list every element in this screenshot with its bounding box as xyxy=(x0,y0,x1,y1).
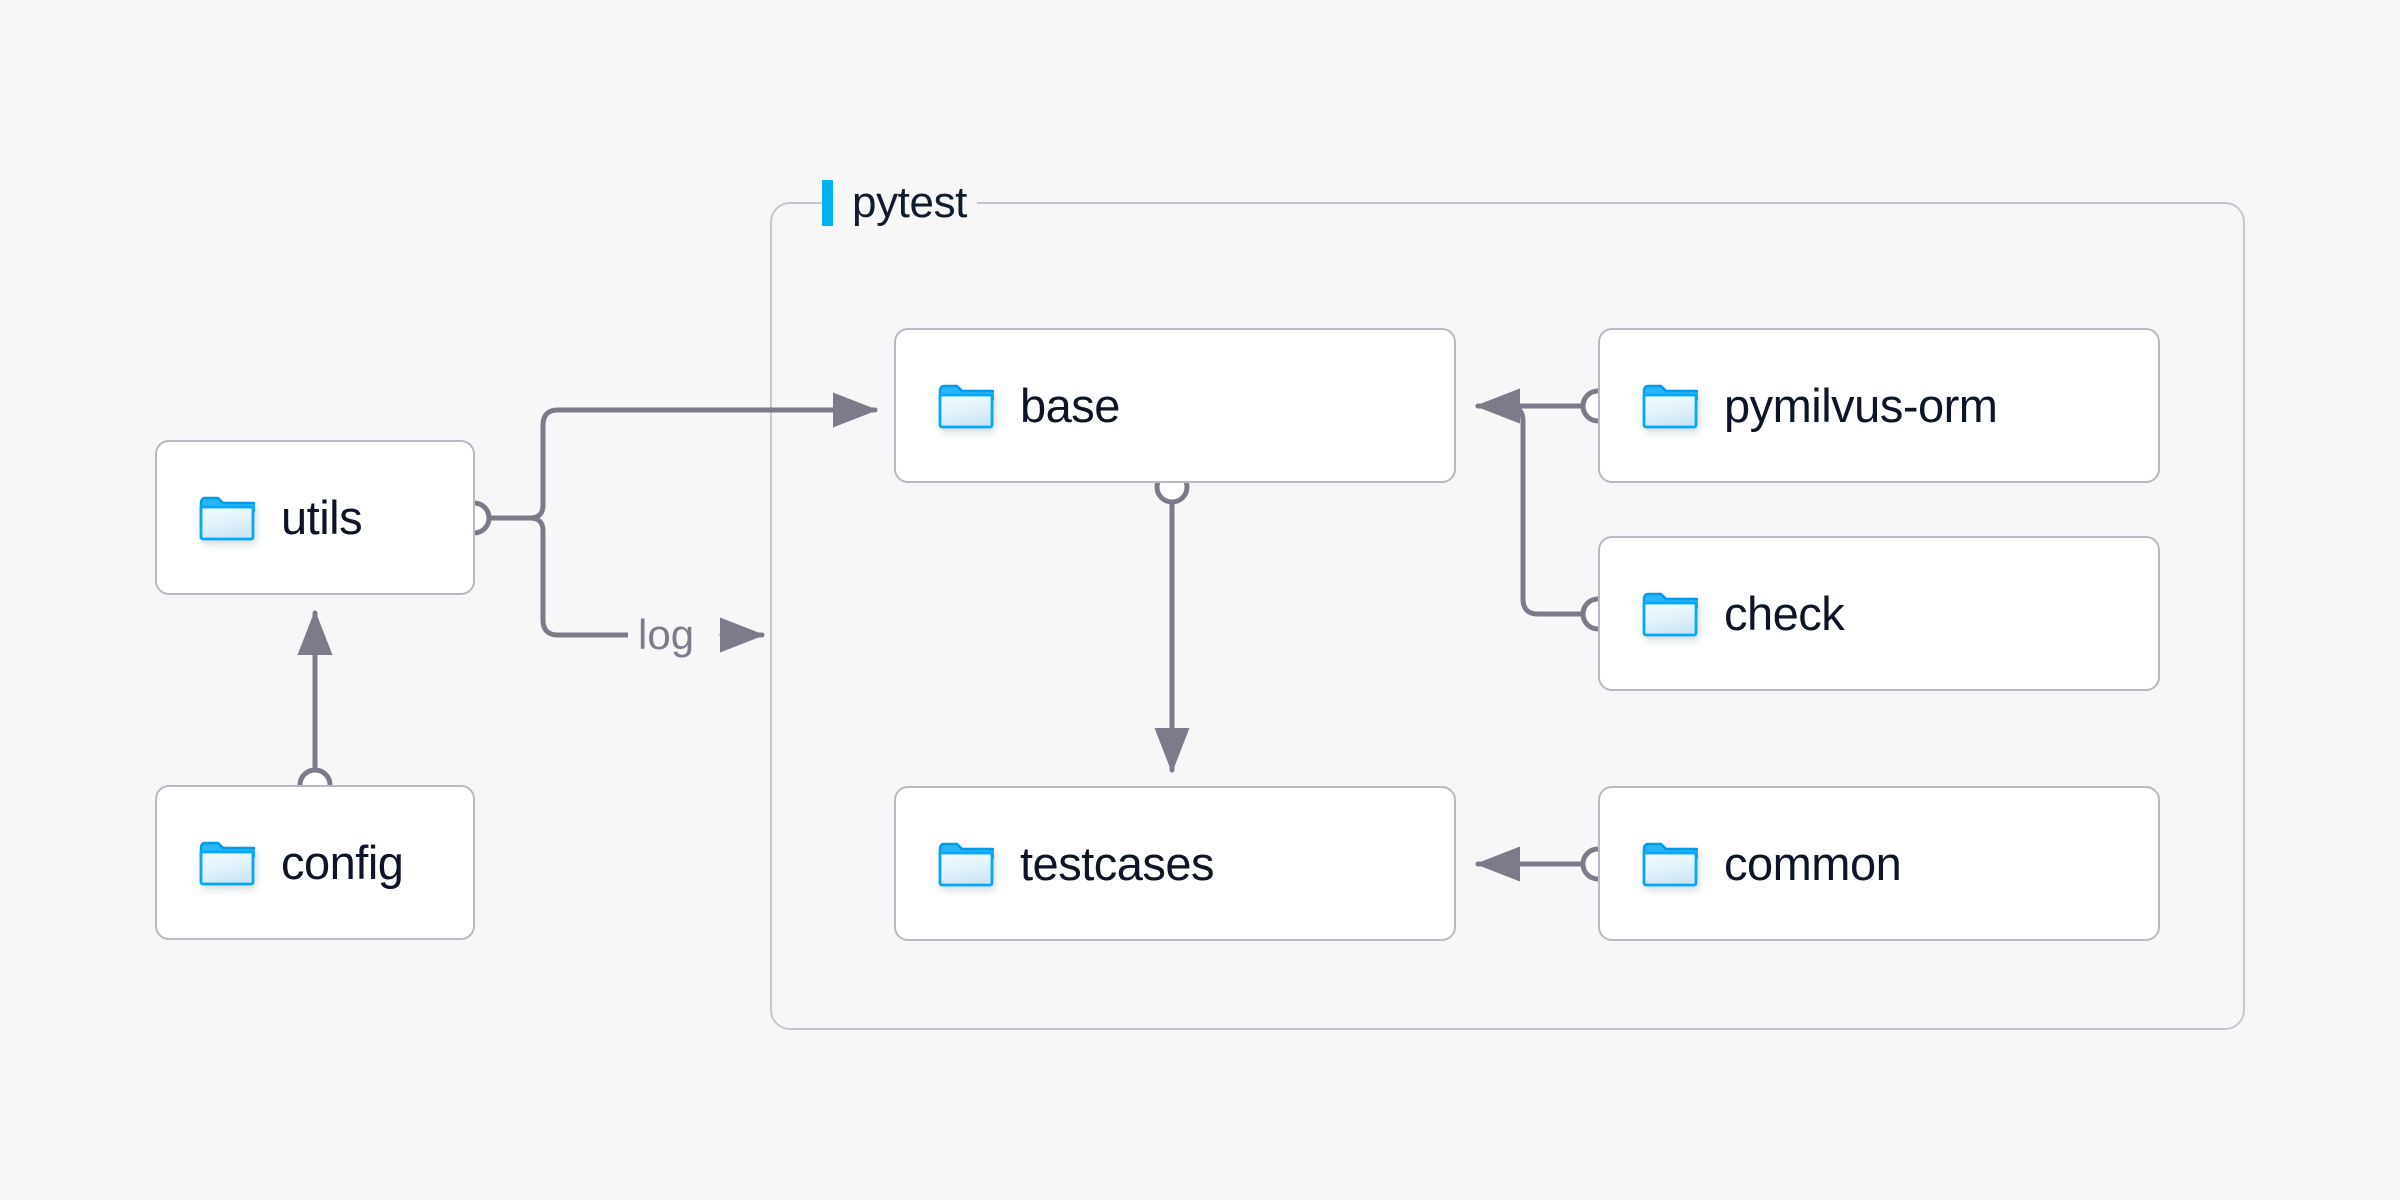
node-utils[interactable]: utils xyxy=(155,440,475,595)
folder-icon xyxy=(1642,591,1702,637)
node-check[interactable]: check xyxy=(1598,536,2160,691)
node-base[interactable]: base xyxy=(894,328,1456,483)
folder-icon xyxy=(938,841,998,887)
folder-icon xyxy=(199,495,259,541)
node-label: testcases xyxy=(1020,837,1215,890)
node-label: base xyxy=(1020,379,1120,432)
folder-icon xyxy=(938,383,998,429)
node-config[interactable]: config xyxy=(155,785,475,940)
group-pytest-label-wrap: pytest xyxy=(822,180,977,226)
edge-label-log: log xyxy=(628,612,705,658)
node-pymilvus-orm[interactable]: pymilvus-orm xyxy=(1598,328,2160,483)
node-common[interactable]: common xyxy=(1598,786,2160,941)
group-pytest-label: pytest xyxy=(852,178,967,227)
edge-utils-log xyxy=(527,515,631,638)
node-label: common xyxy=(1724,837,1902,890)
folder-icon xyxy=(1642,383,1702,429)
node-label: utils xyxy=(281,491,363,544)
node-label: check xyxy=(1724,587,1845,640)
node-label: pymilvus-orm xyxy=(1724,379,1998,432)
folder-icon xyxy=(1642,841,1702,887)
node-testcases[interactable]: testcases xyxy=(894,786,1456,941)
folder-icon xyxy=(199,840,259,886)
group-pytest[interactable] xyxy=(770,202,2245,1030)
node-label: config xyxy=(281,836,404,889)
group-accent-bar xyxy=(822,180,833,226)
